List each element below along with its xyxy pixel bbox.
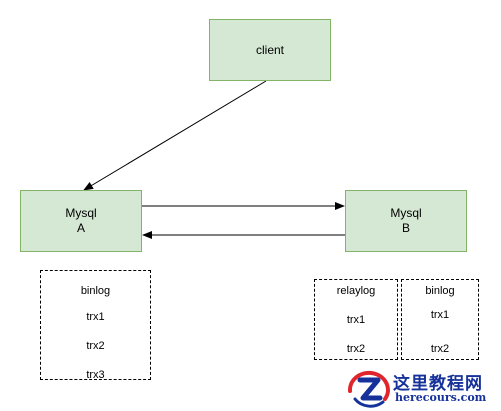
mysql-b-binlog-item-1: trx1 <box>430 309 450 321</box>
mysql-b-relaylog-item-2: trx2 <box>346 343 366 355</box>
mysql-b-relaylog-title: relaylog <box>336 285 376 297</box>
mysql-a-line2: A <box>76 221 85 235</box>
mysql-a-binlog-item-3: trx3 <box>86 369 105 381</box>
mysql-a-binlog-item-2: trx2 <box>86 340 105 352</box>
client-node[interactable]: client <box>209 19 331 81</box>
mysql-a-line1: Mysql <box>65 206 97 220</box>
watermark-url: herecours.com <box>395 391 487 404</box>
edge-client-to-mysql-a <box>83 80 267 191</box>
client-node-label: client <box>255 42 284 57</box>
mysql-b-relaylog-item-1: trx1 <box>346 314 366 326</box>
mysql-b-line1: Mysql <box>390 206 422 220</box>
watermark: 这里教程网 herecours.com <box>347 367 497 409</box>
watermark-logo-icon <box>347 370 390 408</box>
mysql-a-binlog-box: binlog trx1 trx2 trx3 <box>40 270 151 381</box>
mysql-a-node[interactable]: Mysql A <box>20 190 142 252</box>
mysql-a-binlog-title: binlog <box>80 285 111 297</box>
watermark-title: 这里教程网 <box>393 374 483 394</box>
mysql-b-binlog-box: binlog trx1 trx2 <box>401 279 479 360</box>
mysql-b-node[interactable]: Mysql B <box>345 190 467 252</box>
mysql-a-binlog-item-1: trx1 <box>86 311 105 323</box>
mysql-b-relaylog-box: relaylog trx1 trx2 <box>314 279 398 360</box>
mysql-b-binlog-title: binlog <box>425 285 455 297</box>
mysql-b-binlog-item-2: trx2 <box>430 343 450 355</box>
mysql-b-line2: B <box>401 221 410 235</box>
